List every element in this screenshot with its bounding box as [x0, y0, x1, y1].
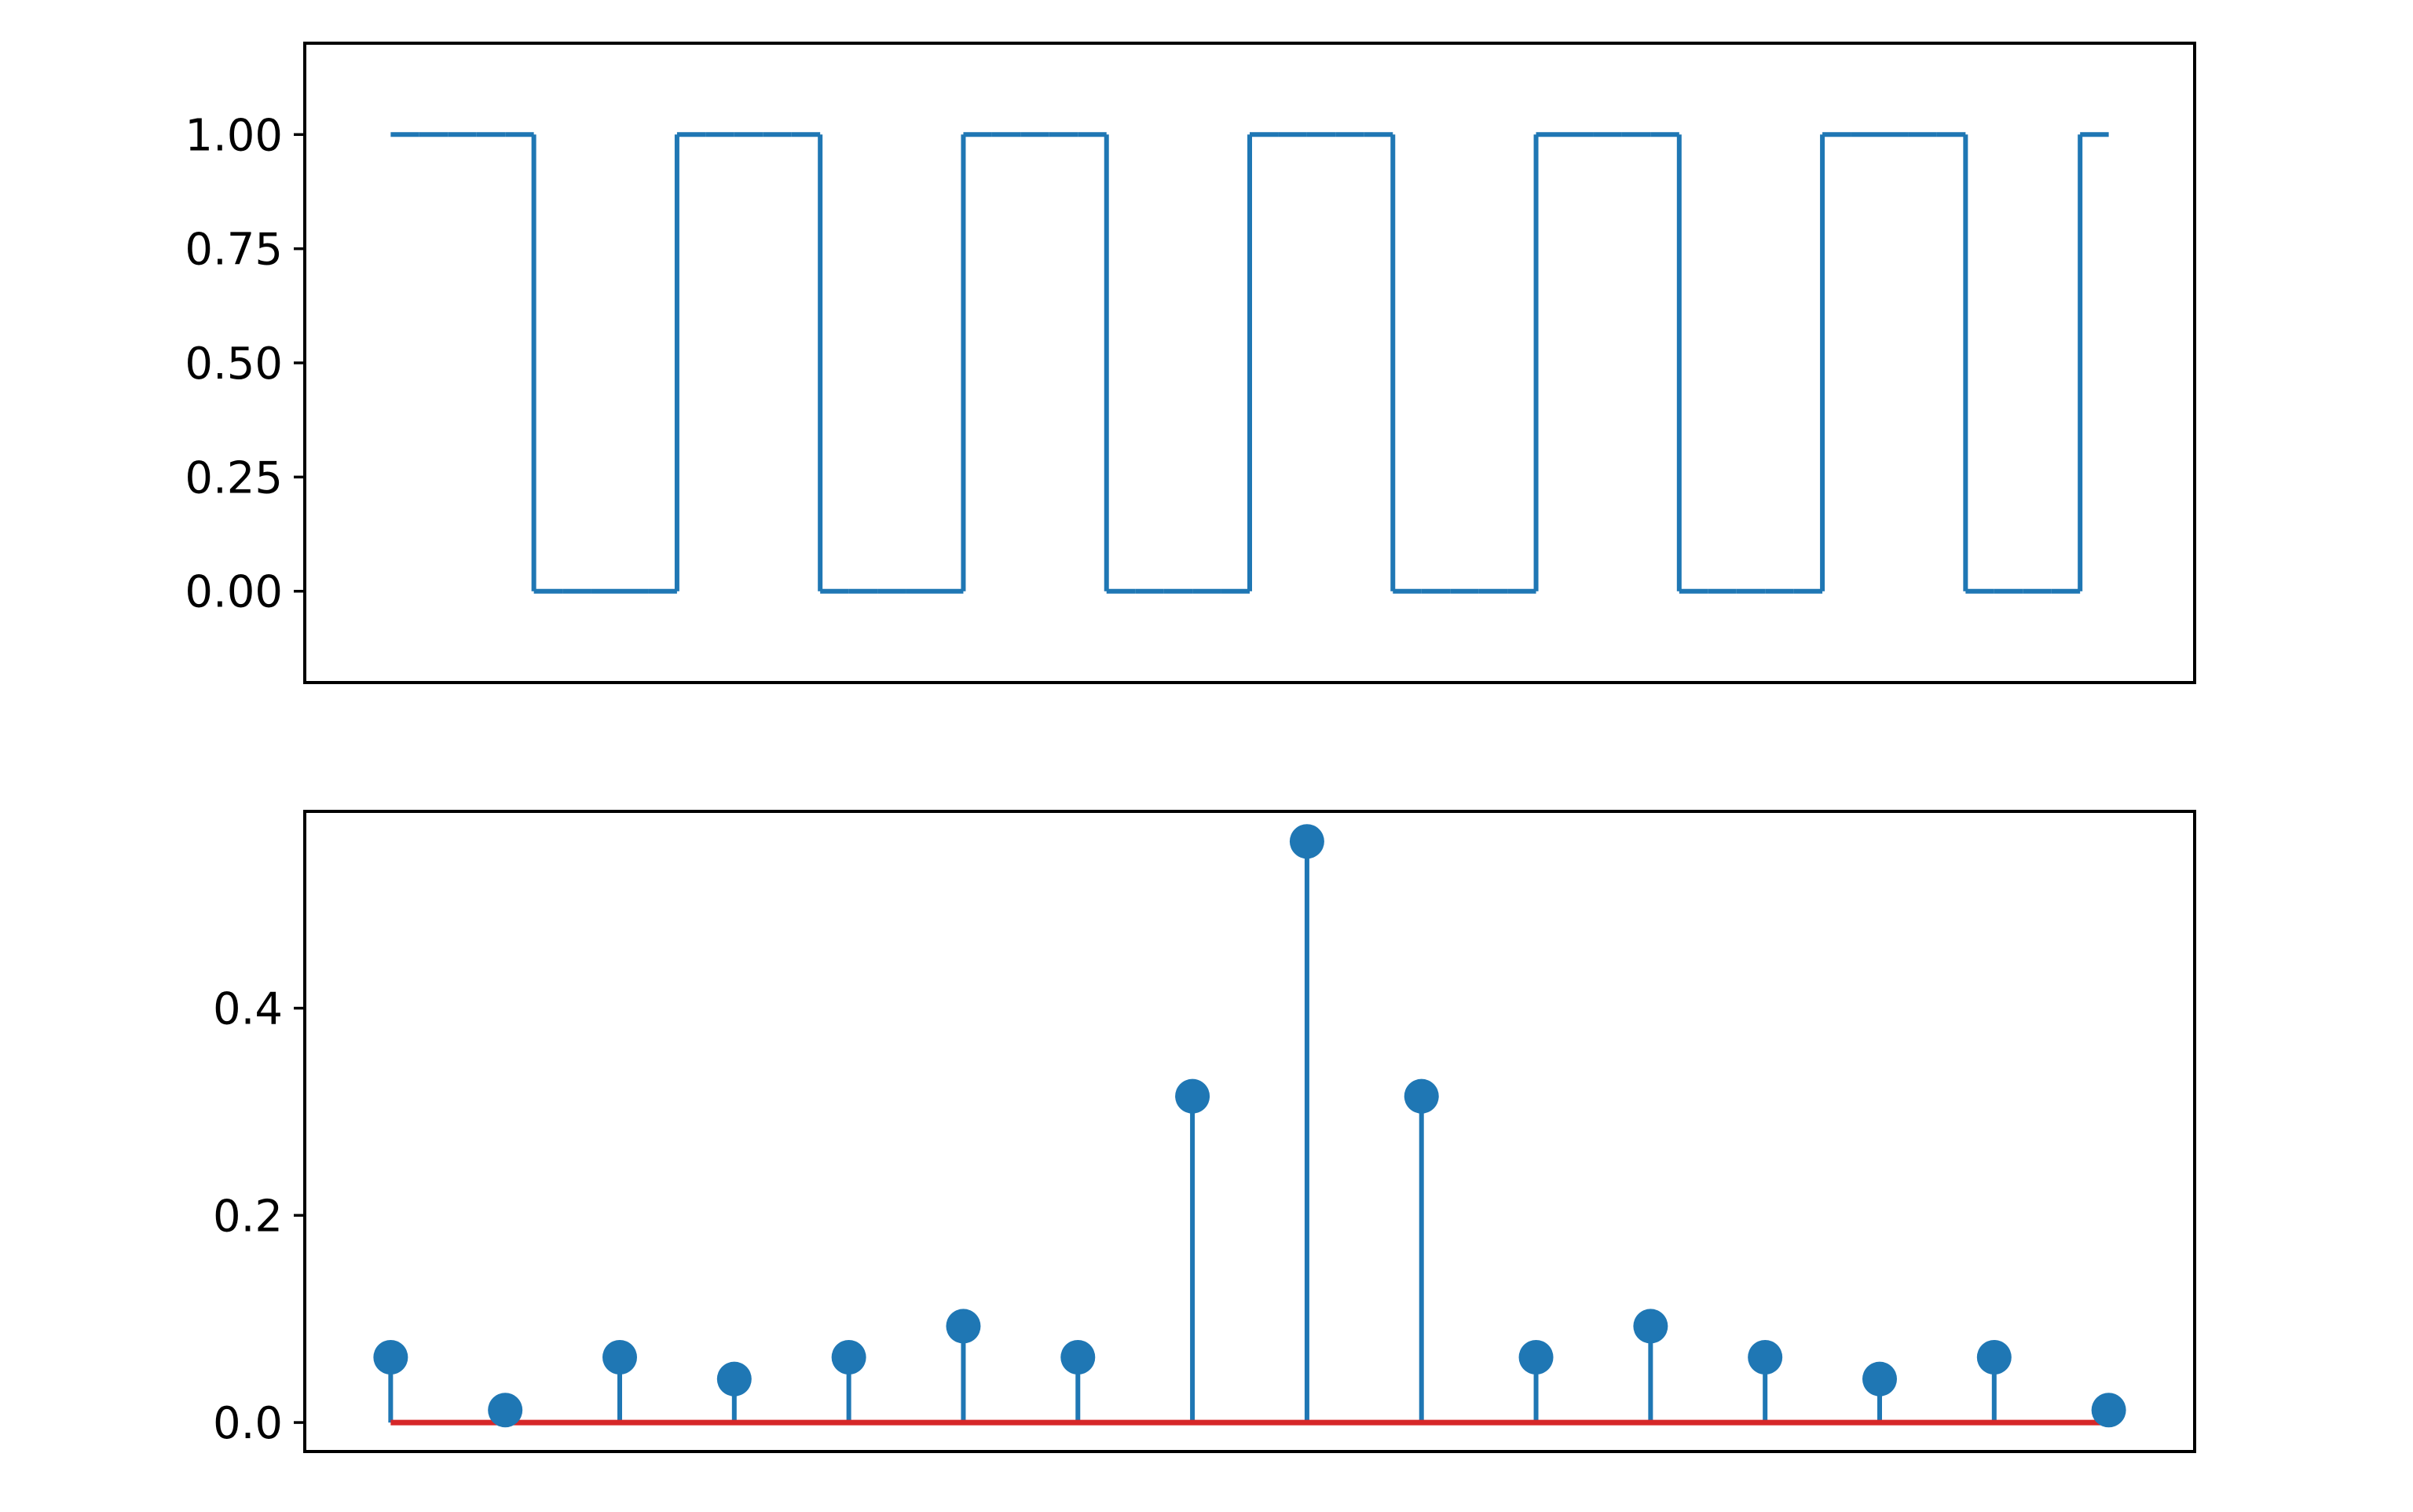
stem-marker — [1862, 1361, 1897, 1397]
square-wave-panel: 0.00 0.25 0.50 0.75 1.00 — [185, 42, 2196, 684]
stem-marker — [373, 1339, 408, 1375]
spectrum-stem-panel: 0.0 0.2 0.4 — [213, 810, 2196, 1453]
spectrum-ytick-label: 0.2 — [213, 1191, 283, 1242]
stem-marker — [1976, 1339, 2012, 1375]
stem-marker — [946, 1309, 981, 1344]
square-wave-ytick-label: 0.00 — [185, 567, 283, 618]
stem-marker — [1633, 1309, 1668, 1344]
stem-marker — [831, 1339, 866, 1375]
square-wave-y-axis: 0.00 0.25 0.50 0.75 1.00 — [185, 110, 305, 618]
spectrum-ytick-label: 0.0 — [213, 1398, 283, 1449]
stem-marker — [1404, 1078, 1439, 1114]
square-wave-ytick-label: 0.50 — [185, 339, 283, 390]
stem-marker — [1060, 1339, 1096, 1375]
square-wave-ytick-label: 0.75 — [185, 225, 283, 276]
stem-marker — [1748, 1339, 1783, 1375]
stem-marker — [602, 1339, 637, 1375]
square-wave-marks — [390, 132, 2109, 594]
spectrum-stem-marks — [373, 824, 2126, 1428]
spectrum-ytick-label: 0.4 — [213, 984, 283, 1035]
stem-marker — [1289, 824, 1324, 859]
spectrum-y-axis: 0.0 0.2 0.4 — [213, 984, 305, 1449]
stem-marker — [488, 1393, 523, 1428]
stem-marker — [1518, 1339, 1554, 1375]
stem-marker — [2091, 1393, 2126, 1428]
spectrum-axes-frame — [303, 810, 2196, 1453]
square-wave-ytick-label: 1.00 — [185, 110, 283, 161]
stem-marker — [716, 1361, 752, 1397]
stem-marker — [1175, 1078, 1210, 1114]
square-wave-ytick-label: 0.25 — [185, 452, 283, 503]
